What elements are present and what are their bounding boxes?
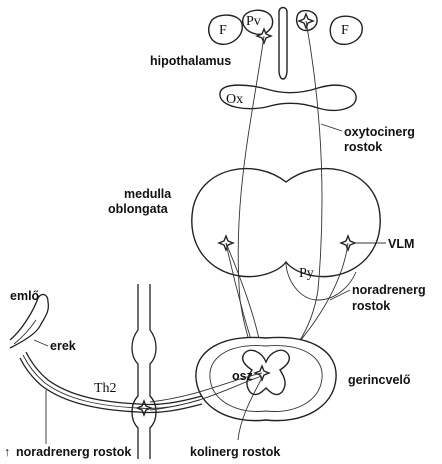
medulla-label-line2: oblongata (108, 202, 169, 216)
oxytocin-pointer (321, 124, 342, 131)
oxytocin-label-line1: oxytocinerg (344, 125, 415, 139)
py-label: Py (299, 266, 314, 281)
noradrenerg-label-line1: noradrenerg (352, 283, 426, 297)
erek-pointer (34, 340, 48, 346)
emlo-label: emlő (10, 289, 40, 303)
vlm-label: VLM (388, 237, 414, 251)
f-label-left: F (219, 23, 227, 38)
gerincvelo-label: gerincvelő (348, 373, 411, 387)
f-label-right: F (341, 23, 349, 38)
kolinerg-label: kolinerg rostok (190, 445, 280, 459)
sympathetic-chain-left (132, 284, 138, 459)
oxytocin-label-line2: rostok (344, 140, 382, 154)
noradrenerg-label-line2: rostok (352, 299, 390, 313)
medulla-label-line1: medulla (124, 187, 172, 201)
nerve-trunk-upper (26, 352, 202, 405)
third-ventricle (279, 8, 287, 80)
noradrenerg-bottom-arrow: ↑ (4, 445, 10, 459)
erek-label: erek (50, 339, 76, 353)
noradrenerg-bottom-label: noradrenerg rostok (16, 445, 131, 459)
medulla-oblongata-outline (192, 169, 380, 277)
pv-label: Pv (246, 14, 261, 29)
ox-label: Ox (226, 92, 243, 107)
th2-label: Th2 (94, 381, 117, 396)
sympathetic-chain-right (150, 284, 156, 459)
hypothalamus-label: hipothalamus (150, 54, 231, 68)
